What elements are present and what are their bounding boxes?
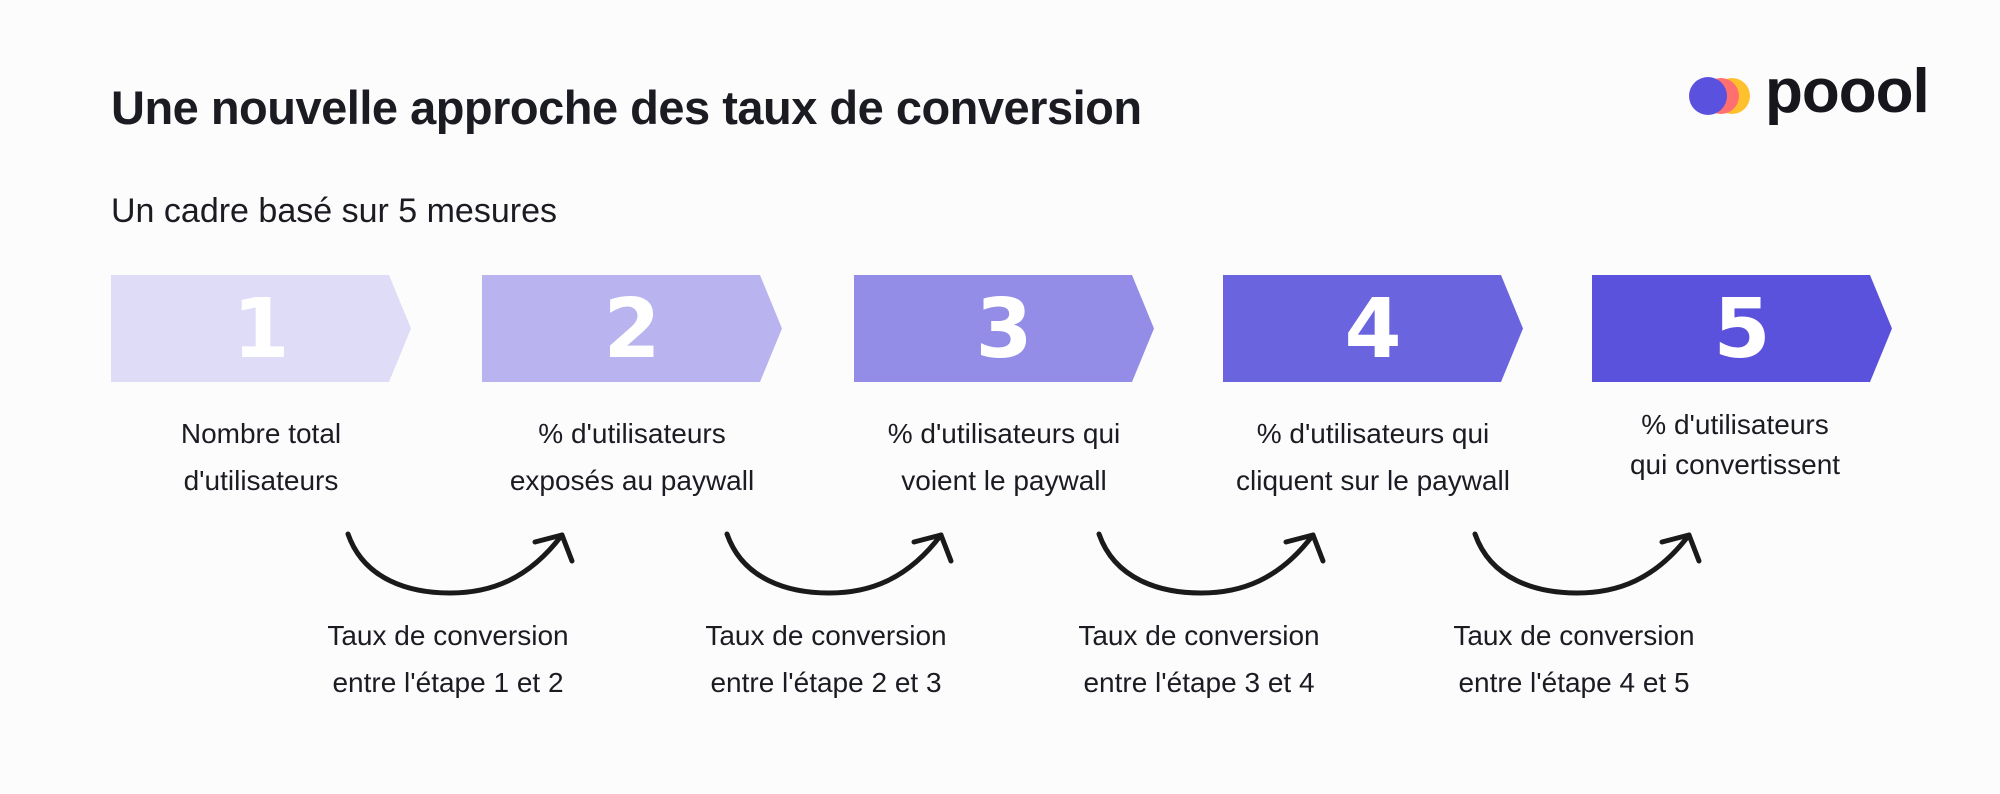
logo-mark-icon	[1689, 77, 1750, 115]
step-label-line: % d'utilisateurs qui	[887, 418, 1121, 449]
step-number: 2	[603, 282, 661, 377]
page-subtitle: Un cadre basé sur 5 mesures	[111, 192, 557, 230]
chevron-shape	[1223, 275, 1523, 382]
curved-arrow-icon	[1096, 531, 1326, 596]
step-label-line: % d'utilisateurs	[1641, 409, 1829, 440]
rate-label-line: entre l'étape 3 et 4	[1083, 667, 1315, 698]
conversion-rate-4-5: Taux de conversion entre l'étape 4 et 5	[1414, 612, 1734, 706]
curved-arrow-icon	[345, 531, 575, 596]
rate-label-line: entre l'étape 1 et 2	[332, 667, 564, 698]
step-3-label: % d'utilisateurs qui voient le paywall	[839, 410, 1169, 504]
logo-wordmark: poool	[1765, 57, 1930, 126]
step-label-line: d'utilisateurs	[183, 465, 339, 496]
step-5-label: % d'utilisateurs qui convertissent	[1570, 405, 1900, 485]
step-4-label: % d'utilisateurs qui cliquent sur le pay…	[1208, 410, 1538, 504]
step-number: 5	[1713, 282, 1771, 377]
step-label-line: % d'utilisateurs qui	[1256, 418, 1490, 449]
rate-label-line: Taux de conversion	[327, 620, 569, 651]
conversion-rate-3-4: Taux de conversion entre l'étape 3 et 4	[1039, 612, 1359, 706]
step-4-chevron: 4	[1223, 275, 1523, 382]
rate-label-line: Taux de conversion	[1453, 620, 1695, 651]
step-2-chevron: 2	[482, 275, 782, 382]
step-1-chevron: 1	[111, 275, 411, 382]
step-3-chevron: 3	[854, 275, 1154, 382]
step-label-line: cliquent sur le paywall	[1236, 465, 1510, 496]
step-number: 4	[1344, 282, 1402, 377]
chevron-shape	[111, 275, 411, 382]
chevron-shape	[482, 275, 782, 382]
step-5-chevron: 5	[1592, 275, 1892, 382]
chevron-shape	[854, 275, 1154, 382]
conversion-rate-2-3: Taux de conversion entre l'étape 2 et 3	[666, 612, 986, 706]
poool-logo: poool	[1685, 57, 1935, 132]
step-label-line: % d'utilisateurs	[538, 418, 726, 449]
rate-label-line: Taux de conversion	[705, 620, 947, 651]
step-label-line: exposés au paywall	[509, 465, 755, 496]
step-1-label: Nombre total d'utilisateurs	[96, 410, 426, 504]
step-label-line: qui convertissent	[1629, 449, 1841, 480]
step-label-line: voient le paywall	[901, 465, 1107, 496]
rate-label-line: entre l'étape 4 et 5	[1458, 667, 1690, 698]
curved-arrow-icon	[1472, 531, 1702, 596]
conversion-rate-1-2: Taux de conversion entre l'étape 1 et 2	[288, 612, 608, 706]
page-title: Une nouvelle approche des taux de conver…	[111, 81, 1142, 134]
step-label-line: Nombre total	[180, 418, 342, 449]
step-number: 1	[232, 282, 290, 377]
step-2-label: % d'utilisateurs exposés au paywall	[467, 410, 797, 504]
rate-label-line: Taux de conversion	[1078, 620, 1320, 651]
rate-label-line: entre l'étape 2 et 3	[710, 667, 942, 698]
curved-arrow-icon	[724, 531, 954, 596]
chevron-shape	[1592, 275, 1892, 382]
step-number: 3	[975, 282, 1033, 377]
